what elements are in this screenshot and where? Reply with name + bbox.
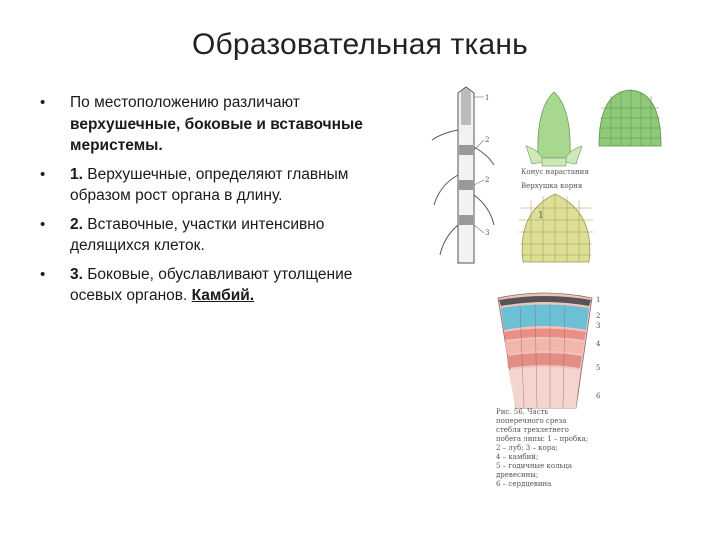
stem-number: 2 [485,176,490,184]
bullet-text: Боковые, обуславливают утолщение осевых … [70,265,353,305]
bullet-item: • 1. Верхушечные, определяют главным обр… [36,164,366,207]
bullet-text: Вставочные, участки интенсивно делящихся… [70,215,325,255]
cambium-link[interactable]: Камбий. [191,287,255,304]
caption-line: 2 – луб; 3 – кора; [496,444,558,452]
bullet-item: • 3. Боковые, обуславливают утолщение ос… [36,264,366,307]
stem-cross-section-drawing [497,292,593,409]
section-number: 3 [596,322,601,330]
root-tip-cells-drawing [519,193,593,263]
caption-line: древесины; [496,471,539,479]
bullet-text: Верхушечные, определяют главным образом … [70,165,349,205]
bullet-marker: • [40,94,46,111]
stem-number: 2 [485,136,490,144]
caption-line: побега липы: 1 – пробка; [496,435,589,443]
bullet-list: • По местоположению различают верхушечны… [36,92,366,314]
bullet-number: 2. [70,215,83,233]
caption-line: стебля трехлетнего [496,426,569,434]
root-caption: Верхушка корня [521,182,583,190]
caption-line: 6 – сердцевина [496,480,552,488]
bullet-number: 1. [70,165,83,183]
apical-cone-drawing [525,91,583,167]
bullet-marker: • [40,215,46,233]
section-number: 6 [596,392,601,400]
figure-caption: Рис. 56. Часть поперечного среза стебля … [496,408,606,489]
bullet-marker: • [40,265,46,283]
caption-line: поперечного среза [496,417,567,425]
caption-line: 4 – камбий; [496,453,539,461]
section-number: 1 [596,296,601,304]
section-number: 2 [596,312,601,320]
caption-line: 5 – годичные кольца [496,462,573,470]
section-number: 4 [596,340,601,348]
bullet-item: • По местоположению различают верхушечны… [36,92,366,157]
stem-number: 1 [485,94,490,102]
apical-cells-drawing [598,89,662,147]
stem-number: 3 [485,229,490,237]
bullet-item: • 2. Вставочные, участки интенсивно деля… [36,214,366,257]
stem-drawing [431,86,495,264]
cone-caption: Конус нарастания [521,168,589,176]
section-number: 5 [596,364,601,372]
bullet-number: 3. [70,265,83,283]
cell-number: 1 [538,211,544,221]
slide-title: Образовательная ткань [192,28,528,61]
bullet-bold-text: верхушечные, боковые и вставочные мерист… [70,115,363,155]
bullet-marker: • [40,165,46,183]
caption-line: Рис. 56. Часть [496,408,549,416]
bullet-text: По местоположению различают [70,94,300,111]
